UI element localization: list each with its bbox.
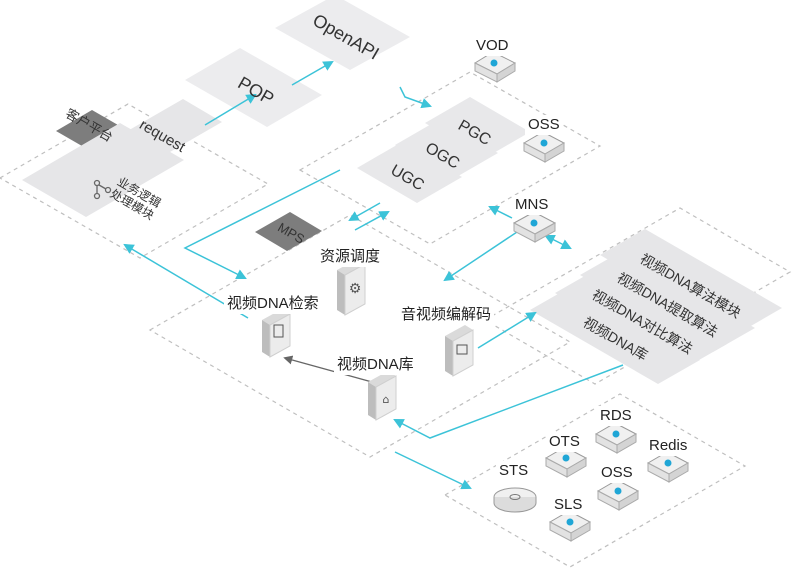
arrow-openapi-to-vod	[399, 86, 432, 109]
tile-oss-top	[522, 131, 566, 163]
arrow-pop-to-openapi	[291, 60, 334, 86]
arrow-library-to-storage	[394, 451, 472, 490]
dna-search-label: 视频DNA检索	[224, 294, 322, 314]
tile-ots	[544, 446, 588, 478]
arrow-mns-algo	[544, 235, 572, 249]
mps-tag	[255, 212, 322, 251]
gateway	[185, 0, 410, 127]
client-platform	[22, 99, 222, 217]
algorithm-container	[483, 207, 792, 385]
vod-label: VOD	[473, 36, 512, 56]
arrow-codec-to-algo	[477, 311, 537, 349]
tile-sts	[493, 487, 537, 513]
content-source-bars	[357, 97, 530, 203]
svg-text:⚙: ⚙	[349, 281, 362, 297]
codec-label: 音视频编解码	[398, 305, 495, 325]
oss-bottom-label: OSS	[598, 463, 636, 483]
arrow-ugc-mps-1	[348, 202, 381, 222]
tile-vod	[473, 51, 517, 83]
module-icon	[93, 179, 112, 200]
arrow-mns-oss	[488, 206, 513, 219]
sts-label: STS	[496, 461, 532, 481]
arrow-ugc-mps-2	[354, 210, 390, 231]
arrow-to-mps	[183, 169, 341, 279]
rds-label: RDS	[597, 406, 635, 426]
content-source-container	[298, 71, 602, 245]
oss-top-label: OSS	[525, 115, 563, 135]
arrow-algo-to-library	[393, 364, 624, 439]
arrow-mns-to-mps	[443, 229, 521, 282]
tile-sls	[548, 510, 592, 542]
sls-label: SLS	[551, 495, 586, 515]
server-scheduling: ⚙	[337, 259, 366, 316]
server-codec	[445, 325, 474, 377]
tile-oss-bottom	[596, 479, 640, 511]
redis-label: Redis	[646, 436, 691, 456]
server-dna-library: ⌂	[368, 371, 397, 421]
tile-redis	[646, 451, 690, 483]
tile-mns	[512, 211, 557, 243]
tile-rds	[594, 422, 638, 454]
svg-text:⌂: ⌂	[383, 393, 390, 406]
mns-label: MNS	[512, 195, 552, 215]
mps-container	[148, 214, 572, 458]
algorithm-bars	[530, 229, 782, 384]
dna-library-label: 视频DNA库	[334, 355, 417, 375]
server-dna-search	[262, 309, 291, 358]
storage-container	[443, 393, 747, 568]
arrow-library-to-search	[283, 355, 373, 383]
ots-label: OTS	[546, 432, 583, 452]
arrow-request-to-pop	[204, 93, 257, 126]
scheduling-label: 资源调度	[317, 247, 384, 267]
